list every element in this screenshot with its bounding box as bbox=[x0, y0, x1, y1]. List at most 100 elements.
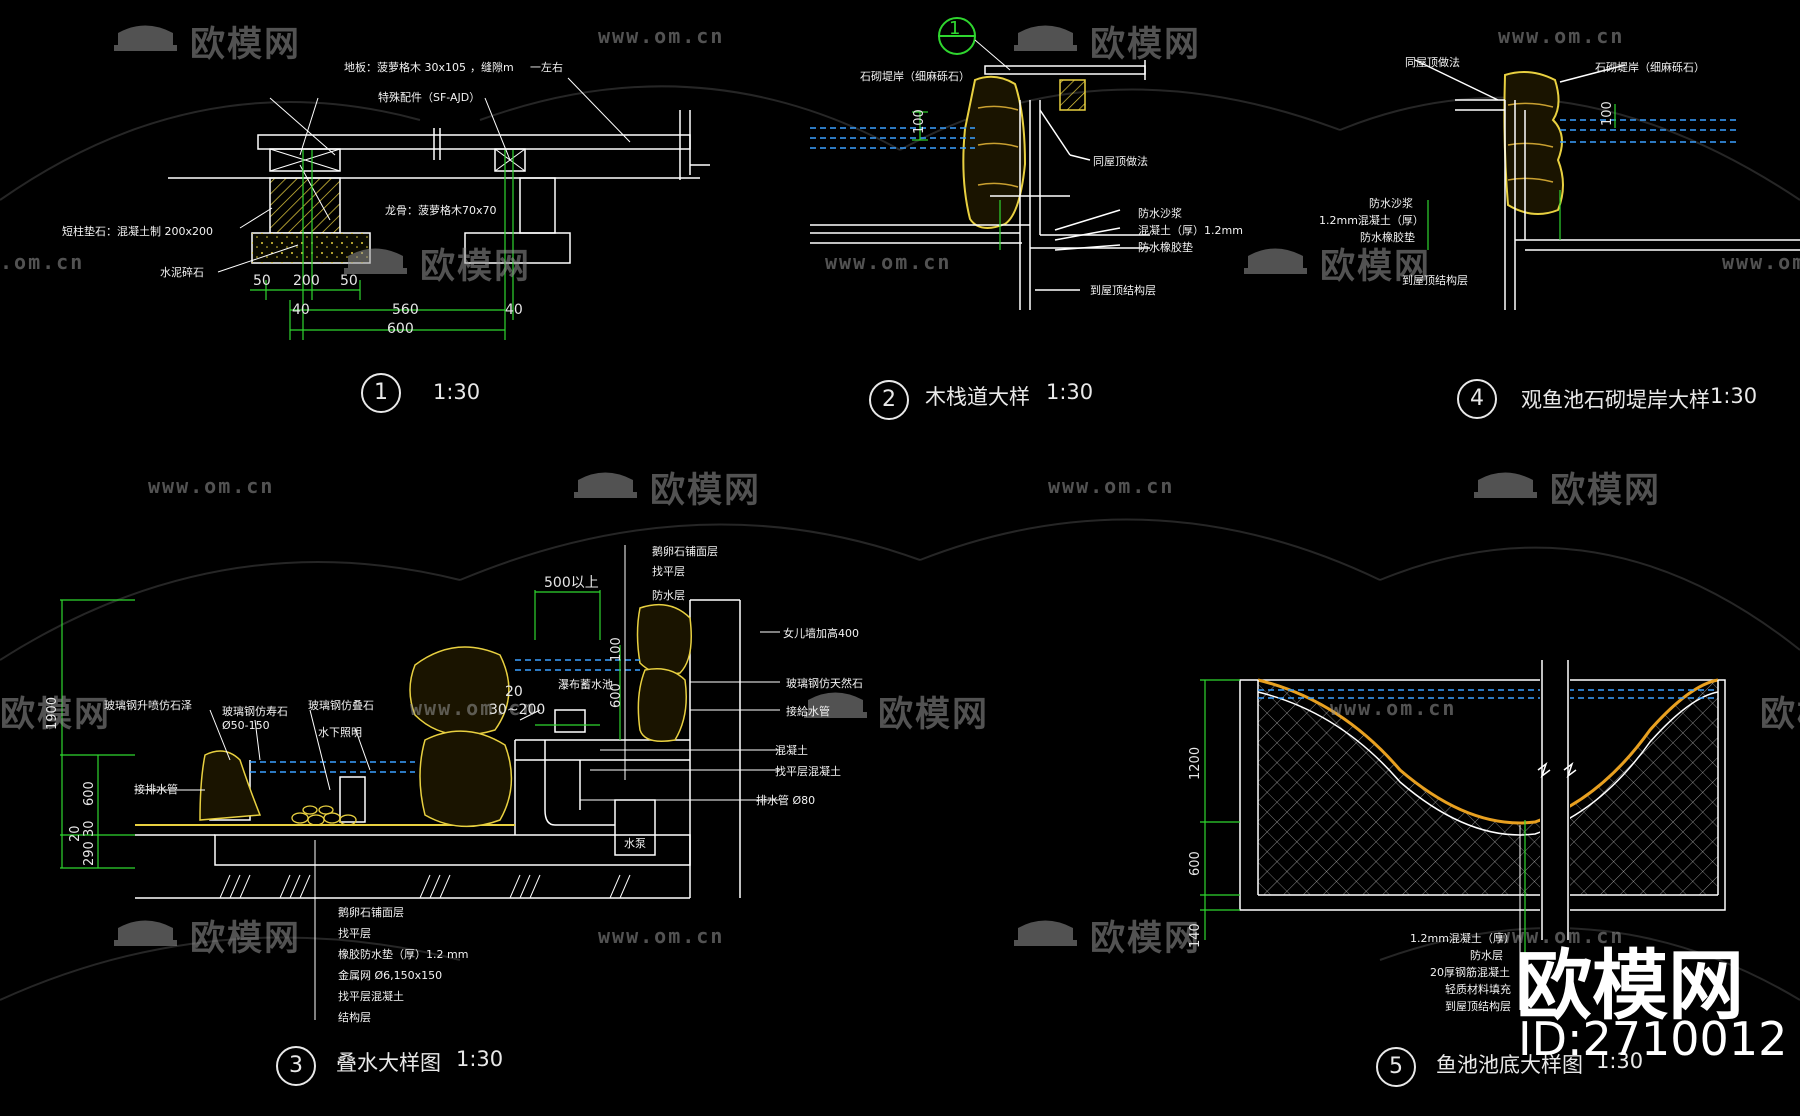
d3-title: 叠水大样图 bbox=[336, 1051, 441, 1075]
detail-1-drawing bbox=[168, 77, 710, 340]
d3-label-dia: Ø50-150 bbox=[222, 719, 270, 732]
model-id: ID:2710012 bbox=[1518, 1012, 1788, 1066]
d5-number-circle: 5 bbox=[1376, 1047, 1416, 1087]
d3-label-frp-stack: 玻璃钢仿叠石 bbox=[308, 699, 374, 712]
d3-label-b-leveling-concrete: 找平层混凝土 bbox=[338, 990, 404, 1003]
watermark-url: .om.cn bbox=[0, 250, 85, 274]
watermark-brand: 欧模网 bbox=[0, 695, 112, 735]
d4-label-mortar: 防水沙浆 bbox=[1369, 197, 1413, 210]
d3-label-parapet: 女儿墙加高400 bbox=[783, 627, 859, 640]
detail-5-drawing bbox=[1200, 660, 1726, 1010]
d2-label-concrete: 混凝土（厚）1.2mm bbox=[1138, 224, 1243, 237]
d3-dim-600: 600 bbox=[609, 683, 624, 708]
d3-dim-100: 100 bbox=[609, 637, 624, 662]
d2-label-membrane: 防水橡胶垫 bbox=[1138, 241, 1193, 254]
d2-label-structure: 到屋顶结构层 bbox=[1090, 284, 1156, 297]
d4-label-structure: 到屋顶结构层 bbox=[1402, 274, 1468, 287]
watermark-brand: 欧模网 bbox=[650, 471, 762, 511]
d3-label-b-leveling: 找平层 bbox=[338, 927, 371, 940]
d3-label-light: 水下照明 bbox=[318, 726, 362, 739]
brand-logo-text: 欧模网 bbox=[1516, 941, 1744, 1030]
watermark-url: www.om.cn bbox=[410, 696, 537, 720]
watermark-brand: 欧模网 bbox=[1090, 919, 1202, 959]
d3-dim-600b: 600 bbox=[82, 781, 97, 806]
d5-label-waterproof: 防水层 bbox=[1470, 949, 1503, 962]
d5-label-rebar: 20厚钢筋混凝土 bbox=[1430, 966, 1510, 979]
d2-callout-number: 1 bbox=[949, 18, 961, 39]
d2-label-mortar: 防水沙浆 bbox=[1138, 207, 1182, 220]
d4-dim-100: 100 bbox=[1600, 101, 1615, 126]
watermark-url: www.om.cn bbox=[1048, 474, 1175, 498]
d3-label-b-membrane: 橡胶防水垫（厚）1.2 mm bbox=[338, 948, 469, 961]
d5-dim-600: 600 bbox=[1188, 851, 1203, 876]
d5-title: 鱼池池底大样图 bbox=[1436, 1053, 1583, 1077]
d3-dim-1900: 1900 bbox=[45, 696, 60, 730]
d3-dim-290-30: 290 30 bbox=[82, 820, 97, 867]
watermark-brand: 欧模网 bbox=[1550, 471, 1662, 511]
d3-label-pebble-top: 鹅卵石铺面层 bbox=[652, 545, 718, 558]
d5-label-structure: 到屋顶结构层 bbox=[1445, 1000, 1511, 1013]
d1-label-keel: 龙骨：菠萝格木70x70 bbox=[385, 204, 497, 217]
d1-label-gap: ，缝隙m bbox=[470, 61, 514, 74]
d5-label-fill: 轻质材料填充 bbox=[1445, 983, 1511, 996]
d3-label-frp-rock: 玻璃钢仿天然石 bbox=[786, 677, 863, 690]
d3-label-frp-tree: 玻璃钢仿寿石 bbox=[222, 705, 288, 718]
d4-scale: 1:30 bbox=[1710, 384, 1758, 408]
d3-dim-30-200: 30~200 bbox=[489, 702, 546, 718]
d5-label-concrete: 1.2mm混凝土（厚） bbox=[1410, 932, 1515, 945]
d1-label-deck: 地板：菠萝格木 30x105 bbox=[344, 61, 466, 74]
watermark-url: www.om.cn bbox=[1498, 24, 1625, 48]
d3-label-frp-spout: 玻璃钢升喷仿石泽 bbox=[104, 699, 192, 712]
d3-label-b-mesh: 金属网 Ø6,150x150 bbox=[338, 969, 443, 982]
watermark-url: www.om.cn bbox=[598, 24, 725, 48]
watermark-url: www.om.cn bbox=[1722, 250, 1800, 274]
d3-dim-20b: 20 bbox=[68, 825, 83, 842]
d4-title: 观鱼池石砌堤岸大样 bbox=[1521, 388, 1710, 412]
d3-label-b-pebble: 鹅卵石铺面层 bbox=[338, 906, 404, 919]
watermark-arcs bbox=[0, 85, 1800, 1001]
d3-dim-20: 20 bbox=[505, 684, 523, 700]
d3-dim-500: 500以上 bbox=[544, 575, 599, 591]
d2-scale: 1:30 bbox=[1046, 380, 1094, 404]
detail-2-drawing bbox=[810, 17, 1150, 310]
d1-label-gravel: 水泥碎石 bbox=[160, 266, 204, 279]
detail-3-drawing bbox=[60, 545, 780, 1020]
d3-label-supply: 接排水管 bbox=[134, 783, 178, 796]
d2-title: 木栈道大样 bbox=[925, 385, 1030, 409]
watermark-url: www.om.cn bbox=[1498, 924, 1625, 948]
d5-scale: 1:30 bbox=[1596, 1049, 1644, 1073]
d1-dim: 40 bbox=[505, 302, 523, 318]
d3-label-waterproof: 防水层 bbox=[652, 589, 685, 602]
d3-label-leveling: 找平层 bbox=[652, 565, 685, 578]
d1-label-fitting: 特殊配件（SF-AJD） bbox=[378, 91, 481, 104]
d1-dim: 50 bbox=[340, 273, 358, 289]
watermark-url: www.om.cn bbox=[1330, 696, 1457, 720]
d3-label-leveling-concrete: 找平层混凝土 bbox=[775, 765, 841, 778]
watermark-logos bbox=[114, 25, 1537, 946]
d5-dim-1200: 1200 bbox=[1188, 746, 1203, 780]
watermark-brand: 欧模网 bbox=[190, 919, 302, 959]
d3-label-drain: 排水管 Ø80 bbox=[756, 794, 816, 807]
watermark-url: www.om.cn bbox=[825, 250, 952, 274]
d1-dim: 50 bbox=[253, 273, 271, 289]
d3-scale: 1:30 bbox=[456, 1047, 504, 1071]
d3-label-b-structure: 结构层 bbox=[338, 1011, 371, 1024]
d1-dim: 560 bbox=[392, 302, 419, 318]
watermark-brand: 欧模网 bbox=[420, 247, 532, 287]
d3-label-concrete: 混凝土 bbox=[775, 744, 808, 757]
d1-label-gap-val: 一左右 bbox=[530, 61, 563, 74]
d4-label-stone: 石砌堤岸（细麻砾石） bbox=[1595, 61, 1705, 74]
d3-label-pump: 水泵 bbox=[624, 837, 646, 850]
d3-label-inlet: 接給水管 bbox=[786, 705, 830, 718]
watermark-url: www.om.cn bbox=[148, 474, 275, 498]
d1-number-circle: 1 bbox=[361, 373, 401, 413]
watermark-brand: 欧模网 bbox=[190, 25, 302, 65]
d1-dim: 600 bbox=[387, 321, 414, 337]
d4-number-circle: 4 bbox=[1457, 379, 1497, 419]
d4-label-membrane: 防水橡胶垫 bbox=[1360, 231, 1415, 244]
d4-label-concrete: 1.2mm混凝土（厚） bbox=[1319, 214, 1424, 227]
d1-dim: 200 bbox=[293, 273, 320, 289]
d3-label-pool: 瀑布蓄水池 bbox=[558, 678, 613, 691]
